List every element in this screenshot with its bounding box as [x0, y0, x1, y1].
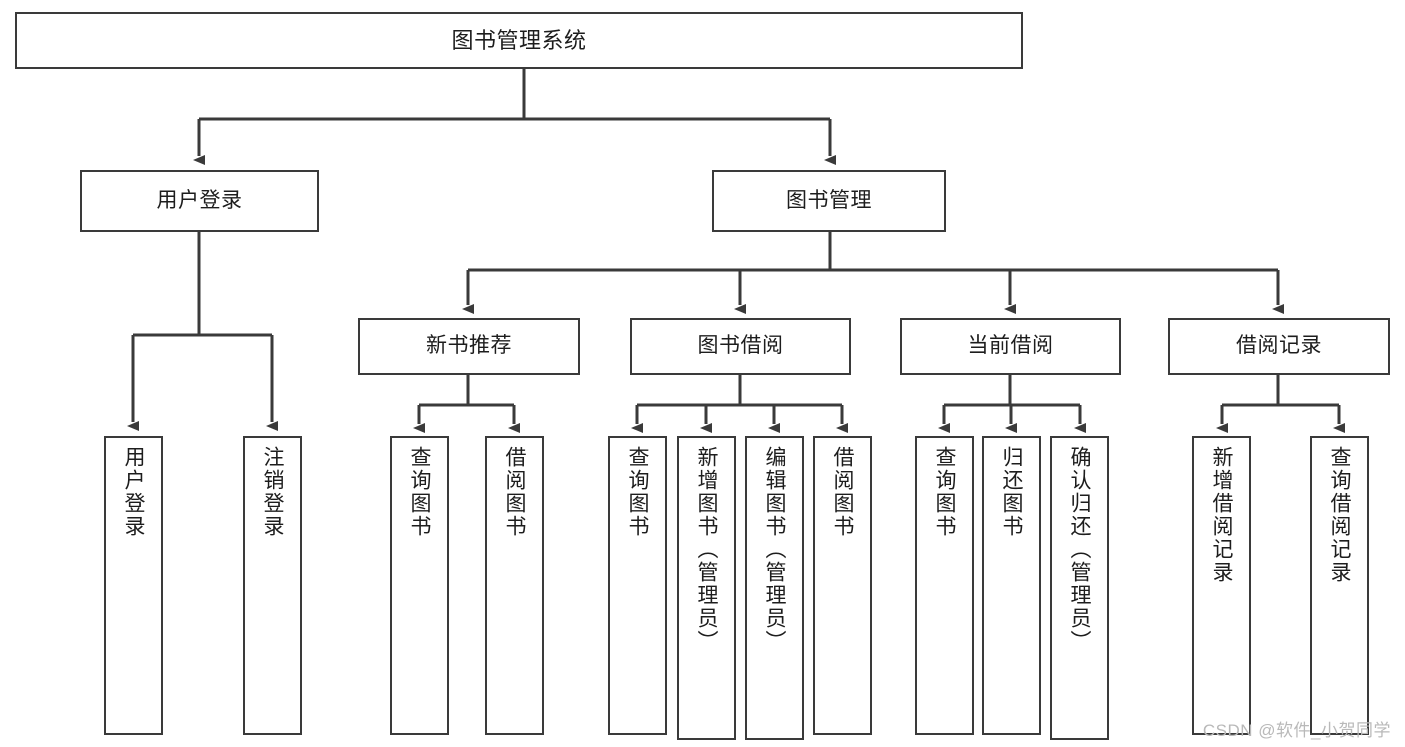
node-root-system[interactable]: 图书管理系统	[15, 12, 1023, 69]
leaf-logout[interactable]: 注销登录	[243, 436, 302, 735]
node-new-book-recommend[interactable]: 新书推荐	[358, 318, 580, 375]
node-label: 新增借阅记录	[1210, 446, 1233, 584]
node-label: 用户登录	[156, 188, 243, 212]
node-book-management[interactable]: 图书管理	[712, 170, 946, 232]
leaf-confirm-return-admin[interactable]: 确认归还（管理员）	[1050, 436, 1109, 740]
leaf-add-borrow-record[interactable]: 新增借阅记录	[1192, 436, 1251, 735]
leaf-return-book[interactable]: 归还图书	[982, 436, 1041, 735]
node-label: 图书借阅	[697, 334, 784, 358]
node-label: 新书推荐	[426, 334, 512, 358]
leaf-query-borrow-record[interactable]: 查询借阅记录	[1310, 436, 1369, 735]
node-label: 当前借阅	[967, 334, 1054, 358]
leaf-edit-book-admin[interactable]: 编辑图书（管理员）	[745, 436, 804, 740]
node-label: 借阅图书	[831, 446, 854, 538]
node-label: 查询借阅记录	[1328, 446, 1351, 584]
node-current-borrow[interactable]: 当前借阅	[900, 318, 1121, 375]
node-label: 查询图书	[626, 446, 649, 538]
node-label: 归还图书	[1000, 446, 1023, 538]
node-label: 借阅图书	[503, 446, 526, 538]
leaf-query-book-recommend[interactable]: 查询图书	[390, 436, 449, 735]
node-label: 用户登录	[122, 446, 145, 538]
node-label: 查询图书	[933, 446, 956, 538]
node-label: 图书管理	[786, 188, 872, 212]
leaf-query-book-current[interactable]: 查询图书	[915, 436, 974, 735]
node-label: 图书管理系统	[451, 27, 587, 53]
leaf-query-book-borrow[interactable]: 查询图书	[608, 436, 667, 735]
node-label: 编辑图书（管理员）	[763, 446, 786, 653]
node-label: 注销登录	[261, 446, 284, 538]
node-label: 查询图书	[408, 446, 431, 538]
node-borrow-record[interactable]: 借阅记录	[1168, 318, 1390, 375]
node-label: 确认归还（管理员）	[1068, 446, 1091, 653]
leaf-user-login[interactable]: 用户登录	[104, 436, 163, 735]
leaf-borrow-book-recommend[interactable]: 借阅图书	[485, 436, 544, 735]
leaf-add-book-admin[interactable]: 新增图书（管理员）	[677, 436, 736, 740]
node-book-borrow[interactable]: 图书借阅	[630, 318, 851, 375]
node-label: 借阅记录	[1236, 334, 1322, 358]
watermark-text: CSDN @软件_小贺同学	[1202, 721, 1391, 740]
leaf-borrow-book[interactable]: 借阅图书	[813, 436, 872, 735]
node-user-login[interactable]: 用户登录	[80, 170, 319, 232]
node-label: 新增图书（管理员）	[695, 446, 718, 653]
